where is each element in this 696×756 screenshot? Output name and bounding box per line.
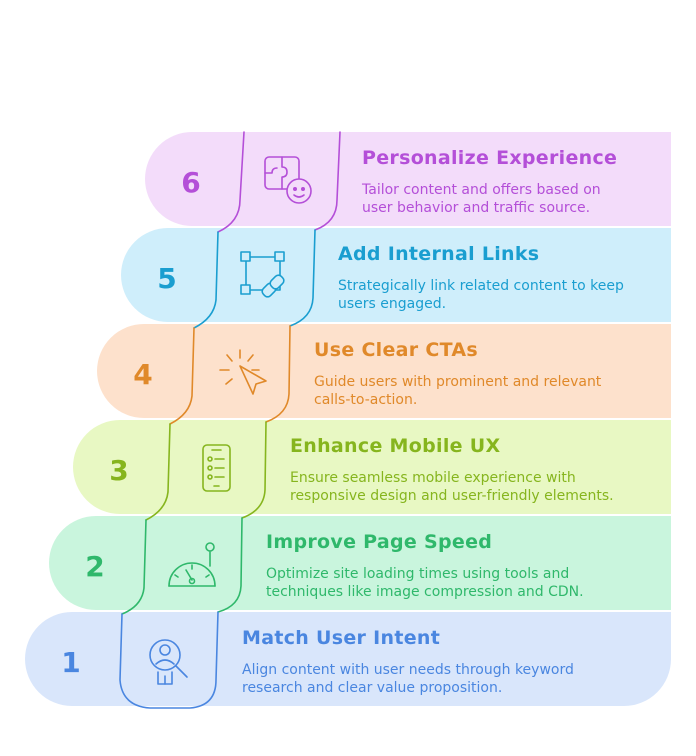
step-3-title: Enhance Mobile UX [290,435,501,457]
step-6-desc-line1: Tailor content and offers based on [362,182,601,198]
step-3-number: 3 [109,454,129,487]
step-2-band [49,516,671,610]
step-6-band [145,132,671,226]
step-2-desc-line1: Optimize site loading times using tools … [266,566,570,582]
step-1-desc-line1: Align content with user needs through ke… [242,662,574,678]
step-6-title: Personalize Experience [362,147,618,169]
step-1-number: 1 [61,646,81,679]
step-1-title: Match User Intent [242,627,441,649]
step-3-band [73,420,671,514]
step-3-desc-line1: Ensure seamless mobile experience with [290,470,576,486]
step-1-desc-line2: research and clear value proposition. [242,680,503,696]
step-4-desc-line2: calls-to-action. [314,392,418,408]
step-4-title: Use Clear CTAs [314,339,479,361]
step-5-desc-line1: Strategically link related content to ke… [338,278,624,294]
connector-5 [193,229,316,329]
step-6-desc-line2: user behavior and traffic source. [362,200,591,216]
step-5-number: 5 [157,262,177,295]
step-1-band [25,612,671,706]
connector-6 [217,131,341,233]
connector-1 [119,611,219,709]
step-5-title: Add Internal Links [338,243,540,265]
step-5-desc-line2: users engaged. [338,296,447,312]
puzzle-face-icon [264,156,312,204]
step-4-desc-line1: Guide users with prominent and relevant [314,374,602,390]
link-square-icon [240,251,285,298]
step-6-number: 6 [181,166,201,199]
step-5-band [121,228,671,322]
cursor-click-icon [219,349,267,395]
connector-2 [121,517,243,615]
user-search-icon [149,639,188,685]
step-2-desc-line2: techniques like image compression and CD… [266,584,584,600]
step-3-desc-line2: responsive design and user-friendly elem… [290,488,614,504]
step-4-number: 4 [133,358,153,391]
connector-4 [169,325,291,425]
connector-3 [145,421,267,521]
speedometer-icon [168,542,216,587]
mobile-list-icon [202,444,231,492]
step-2-title: Improve Page Speed [266,531,493,553]
step-2-number: 2 [85,550,105,583]
